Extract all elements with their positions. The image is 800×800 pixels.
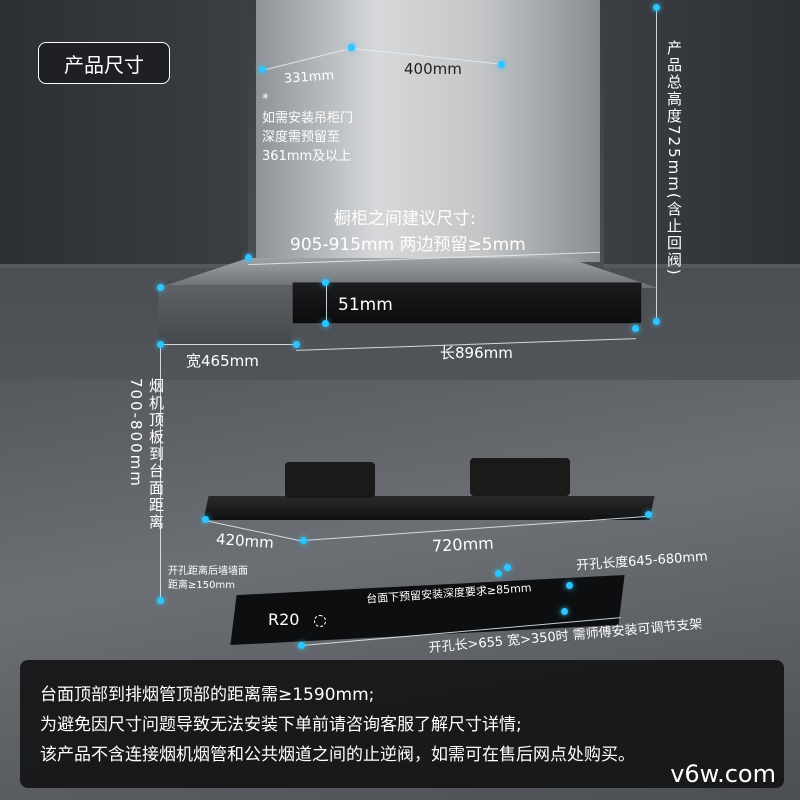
label-chimney-width: 400mm xyxy=(404,60,462,78)
label-radius: R20 xyxy=(268,610,300,629)
note-item: 台面顶部到排烟管顶部的距离需≥1590mm; xyxy=(40,685,375,705)
dimension-marker-dot xyxy=(300,537,307,544)
notes-box: 台面顶部到排烟管顶部的距离需≥1590mm; 为避免因尺寸问题导致无法安装下单前… xyxy=(20,660,784,788)
right-wall-cabinet xyxy=(604,0,800,268)
hood-side xyxy=(158,285,292,345)
dimension-marker-dot xyxy=(504,564,511,571)
label-hood-to-counter: 烟机顶板到台面距离700-800mm xyxy=(127,378,165,531)
dimension-marker-dot xyxy=(293,341,300,348)
dim-line-hood-counter xyxy=(160,345,161,600)
dimension-marker-dot xyxy=(245,254,252,261)
dimension-marker-dot xyxy=(202,516,209,523)
dimension-marker-dot xyxy=(561,608,568,615)
label-hole-wall: 开孔距离后墙墙面 距离≥150mm xyxy=(168,566,248,591)
dim-line-panel xyxy=(326,282,327,324)
dimension-marker-dot xyxy=(653,318,660,325)
dimension-marker-dot xyxy=(322,320,329,327)
dimension-marker-dot xyxy=(157,284,164,291)
dimension-marker-dot xyxy=(348,44,355,51)
dimension-marker-dot xyxy=(498,61,505,68)
note-item: 该产品不含连接烟机烟管和公共烟道之间的止逆阀，如需可在售后网点处购买。 xyxy=(40,745,635,765)
dimension-marker-dot xyxy=(157,341,164,348)
label-cabinet-gap-2: 905-915mm 两边预留≥5mm xyxy=(290,235,526,255)
cooktop-glass xyxy=(203,496,655,520)
dimension-marker-dot xyxy=(157,597,164,604)
hood-control-panel xyxy=(292,282,642,324)
label-total-height: 产品总高度725mm(含止回阀) xyxy=(665,40,683,277)
note-item: 为避免因尺寸问题导致无法安装下单前请咨询客服了解尺寸详情; xyxy=(40,715,522,735)
label-cabinet-note: * 如需安装吊柜门 深度需预留至 361mm及以上 xyxy=(262,92,354,164)
label-hood-width: 宽465mm xyxy=(186,352,259,370)
page-title: 产品尺寸 xyxy=(38,42,170,84)
dimension-marker-dot xyxy=(653,4,660,11)
label-cooktop-length: 720mm xyxy=(431,533,495,556)
label-panel-height: 51mm xyxy=(338,295,393,315)
watermark: v6w.com xyxy=(670,760,776,788)
dimension-marker-dot xyxy=(298,642,305,649)
radius-circle-icon xyxy=(314,615,326,627)
left-wall-cabinet xyxy=(0,0,248,268)
burner-right xyxy=(470,458,570,496)
hood-chimney xyxy=(256,0,600,262)
dim-line-height xyxy=(656,8,657,323)
burner-left xyxy=(285,462,375,498)
dimension-marker-dot xyxy=(566,582,573,589)
label-hood-length: 长896mm xyxy=(440,344,513,362)
dimension-marker-dot xyxy=(259,66,266,73)
dimension-marker-dot xyxy=(495,570,502,577)
dim-line-hood-width xyxy=(160,344,296,345)
dimension-marker-dot xyxy=(632,325,639,332)
dimension-marker-dot xyxy=(322,279,329,286)
label-cabinet-gap-1: 橱柜之间建议尺寸: xyxy=(334,209,476,229)
dimension-marker-dot xyxy=(645,511,652,518)
